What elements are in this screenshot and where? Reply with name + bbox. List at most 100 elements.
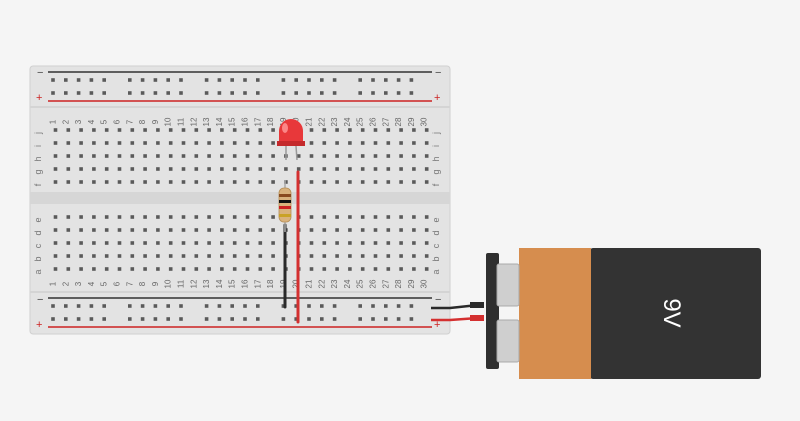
hole-f7[interactable] [130,180,135,184]
hole-c21[interactable] [309,241,314,245]
hole-j25[interactable] [360,128,365,132]
rail-hole[interactable] [409,317,414,321]
hole-c6[interactable] [117,241,122,245]
rail-hole[interactable] [281,304,286,308]
hole-j24[interactable] [348,128,352,132]
hole-h17[interactable] [258,154,263,158]
rail-hole[interactable] [179,317,183,321]
hole-b9[interactable] [156,254,160,258]
rail-hole[interactable] [217,78,222,82]
hole-g3[interactable] [79,167,83,171]
rail-hole[interactable] [140,91,145,95]
rail-hole[interactable] [64,304,68,308]
hole-b21[interactable] [309,254,314,258]
hole-a18[interactable] [271,267,275,271]
rail-hole[interactable] [256,91,260,95]
hole-c29[interactable] [412,241,416,245]
rail-hole[interactable] [89,78,94,82]
rail-hole[interactable] [243,91,247,95]
rail-hole[interactable] [140,317,145,321]
hole-g27[interactable] [386,167,391,171]
rail-hole[interactable] [358,317,362,321]
hole-b8[interactable] [143,254,147,258]
hole-f21[interactable] [309,180,314,184]
hole-h22[interactable] [322,154,327,158]
hole-g18[interactable] [271,167,275,171]
rail-hole[interactable] [51,78,55,82]
hole-e28[interactable] [399,215,403,219]
hole-c2[interactable] [66,241,71,245]
hole-h14[interactable] [220,154,224,158]
hole-d7[interactable] [130,228,135,232]
hole-e7[interactable] [130,215,135,219]
rail-hole[interactable] [128,304,132,308]
hole-e22[interactable] [322,215,327,219]
hole-c25[interactable] [360,241,365,245]
hole-e6[interactable] [117,215,122,219]
rail-hole[interactable] [307,91,311,95]
hole-g17[interactable] [258,167,263,171]
hole-g23[interactable] [335,167,339,171]
hole-b13[interactable] [207,254,211,258]
hole-a22[interactable] [322,267,327,271]
hole-e8[interactable] [143,215,147,219]
hole-g16[interactable] [245,167,250,171]
hole-f29[interactable] [412,180,416,184]
hole-g2[interactable] [66,167,71,171]
rail-hole[interactable] [243,304,247,308]
rail-hole[interactable] [230,317,234,321]
rail-hole[interactable] [204,317,209,321]
hole-d25[interactable] [360,228,365,232]
rail-hole[interactable] [64,317,68,321]
hole-j3[interactable] [79,128,83,132]
hole-g5[interactable] [104,167,109,171]
hole-f23[interactable] [335,180,339,184]
hole-i17[interactable] [258,141,263,145]
hole-c3[interactable] [79,241,83,245]
hole-g4[interactable] [92,167,96,171]
rail-hole[interactable] [64,78,68,82]
rail-hole[interactable] [396,91,401,95]
hole-i11[interactable] [181,141,186,145]
hole-f27[interactable] [386,180,391,184]
hole-d29[interactable] [412,228,416,232]
hole-e4[interactable] [92,215,96,219]
hole-i3[interactable] [79,141,83,145]
hole-b16[interactable] [245,254,250,258]
hole-d18[interactable] [271,228,275,232]
hole-b28[interactable] [399,254,403,258]
hole-h4[interactable] [92,154,96,158]
hole-i15[interactable] [232,141,237,145]
hole-f14[interactable] [220,180,224,184]
hole-h6[interactable] [117,154,122,158]
hole-a5[interactable] [104,267,109,271]
hole-a21[interactable] [309,267,314,271]
hole-f16[interactable] [245,180,250,184]
rail-hole[interactable] [204,304,209,308]
hole-j8[interactable] [143,128,147,132]
rail-hole[interactable] [243,78,247,82]
hole-h29[interactable] [412,154,416,158]
hole-a6[interactable] [117,267,122,271]
rail-hole[interactable] [281,78,286,82]
hole-j17[interactable] [258,128,263,132]
rail-hole[interactable] [102,304,106,308]
hole-c28[interactable] [399,241,403,245]
hole-b14[interactable] [220,254,224,258]
rail-hole[interactable] [384,78,388,82]
hole-i4[interactable] [92,141,96,145]
hole-a12[interactable] [194,267,199,271]
hole-h16[interactable] [245,154,250,158]
hole-g24[interactable] [348,167,352,171]
hole-h2[interactable] [66,154,71,158]
rail-hole[interactable] [51,304,55,308]
hole-a10[interactable] [168,267,173,271]
hole-e30[interactable] [424,215,429,219]
hole-g11[interactable] [181,167,186,171]
hole-f15[interactable] [232,180,237,184]
hole-e9[interactable] [156,215,160,219]
hole-c8[interactable] [143,241,147,245]
hole-a26[interactable] [373,267,378,271]
hole-d26[interactable] [373,228,378,232]
hole-c15[interactable] [232,241,237,245]
